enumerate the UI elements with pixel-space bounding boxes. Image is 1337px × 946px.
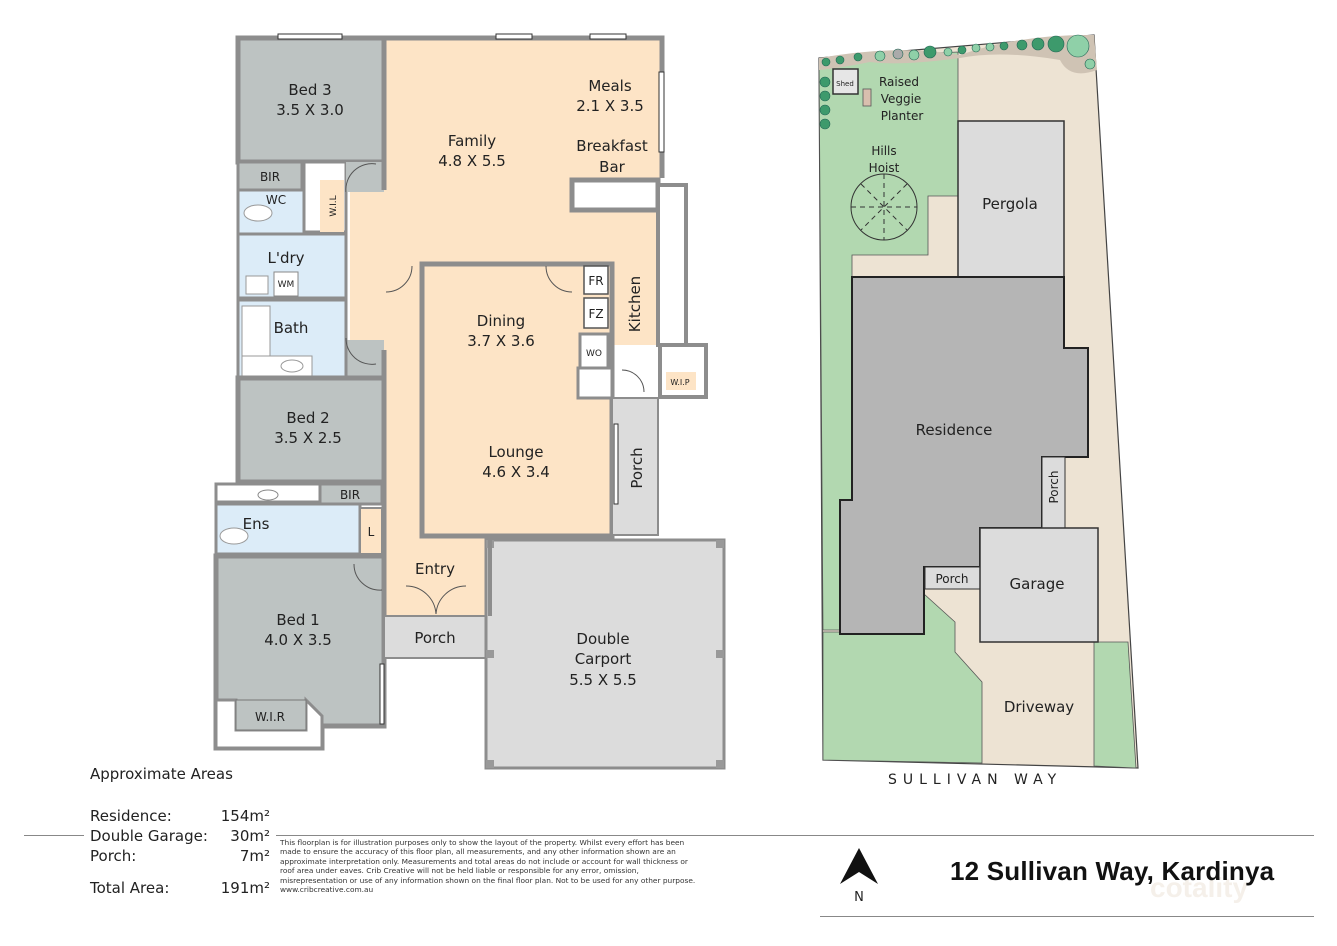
website-link[interactable]: www.cribcreative.com.au	[280, 885, 374, 895]
wm-label: WM	[278, 280, 295, 290]
divider-left	[24, 835, 84, 836]
garage-label: Garage	[1010, 575, 1065, 593]
bir-bottom-label: BIR	[340, 488, 360, 502]
lounge-dims: 4.6 X 3.4	[482, 463, 550, 481]
carport	[484, 538, 726, 770]
bed1-dims: 4.0 X 3.5	[264, 631, 332, 649]
wil-label: W.I.L	[329, 195, 339, 216]
area-row: Porch:7m²	[90, 847, 270, 865]
dining-dims: 3.7 X 3.6	[467, 332, 535, 350]
wir-label: W.I.R	[255, 710, 285, 724]
driveway-label: Driveway	[1004, 698, 1074, 716]
bed2-dims: 3.5 X 2.5	[274, 429, 342, 447]
carport-label-2: Carport	[575, 650, 632, 668]
family-dims: 4.8 X 5.5	[438, 152, 506, 170]
approximate-areas: Approximate Areas Residence:154m² Double…	[90, 764, 270, 898]
meals-label: Meals	[588, 77, 632, 95]
breakfast-bar-label: Bar	[599, 158, 625, 176]
bed2-label: Bed 2	[286, 409, 329, 427]
side-porch-label: Porch	[628, 447, 646, 488]
carport-dims: 5.5 X 5.5	[569, 671, 637, 689]
svg-text:N: N	[854, 890, 864, 905]
trees	[819, 34, 1096, 130]
bir-top-label: BIR	[260, 170, 280, 184]
front-porch-label: Porch	[414, 629, 455, 647]
street-name: SULLIVAN WAY	[888, 772, 1063, 788]
hoist-label-2: Hoist	[869, 161, 900, 175]
wip-label: W.I.P	[670, 378, 689, 387]
linen-label: L	[368, 525, 375, 539]
bath-label: Bath	[274, 319, 309, 337]
area-row: Double Garage:30m²	[90, 827, 270, 845]
lounge-label: Lounge	[488, 443, 543, 461]
fridge-label: FR	[588, 274, 603, 288]
site-porch-side-label: Porch	[1047, 470, 1061, 503]
shed-label: Shed	[836, 80, 854, 88]
clothesline-icon	[850, 173, 918, 241]
pergola-label: Pergola	[982, 195, 1038, 213]
watermark: cotality	[1150, 872, 1249, 903]
ldry-label: L'dry	[267, 249, 304, 267]
planter-label-3: Planter	[881, 109, 924, 123]
planter-label-2: Veggie	[881, 92, 922, 106]
ensuite-label: Ens	[243, 515, 270, 533]
divider-bottom	[820, 916, 1314, 917]
garage	[979, 527, 1099, 643]
breakfast-label: Breakfast	[576, 137, 648, 155]
kitchen-label: Kitchen	[626, 276, 644, 332]
bed1-label: Bed 1	[276, 611, 319, 629]
divider-top	[276, 835, 1314, 836]
disclaimer: This floorplan is for illustration purpo…	[280, 838, 696, 895]
site-porch-front-label: Porch	[935, 572, 968, 586]
bed3-dims: 3.5 X 3.0	[276, 101, 344, 119]
meals-dims: 2.1 X 3.5	[576, 97, 644, 115]
area-total-row: Total Area:191m²	[90, 879, 270, 897]
residence-label: Residence	[916, 421, 993, 439]
freezer-label: FZ	[588, 307, 603, 321]
dining-label: Dining	[477, 312, 525, 330]
entry-label: Entry	[415, 560, 455, 578]
family-label: Family	[448, 132, 496, 150]
bed3-label: Bed 3	[288, 81, 331, 99]
carport-label-1: Double	[576, 630, 629, 648]
planter-label-1: Raised	[879, 75, 919, 89]
area-row: Residence:154m²	[90, 807, 270, 825]
property-address: 12 Sullivan Way, Kardinya	[950, 856, 1275, 886]
bed2-room	[235, 375, 387, 485]
areas-title: Approximate Areas	[90, 765, 233, 783]
wc-label: WC	[266, 193, 286, 207]
north-arrow-icon: N	[840, 848, 878, 905]
living-areas	[350, 38, 662, 616]
wall-oven-label: WO	[586, 349, 602, 359]
hoist-label-1: Hills	[871, 144, 896, 158]
